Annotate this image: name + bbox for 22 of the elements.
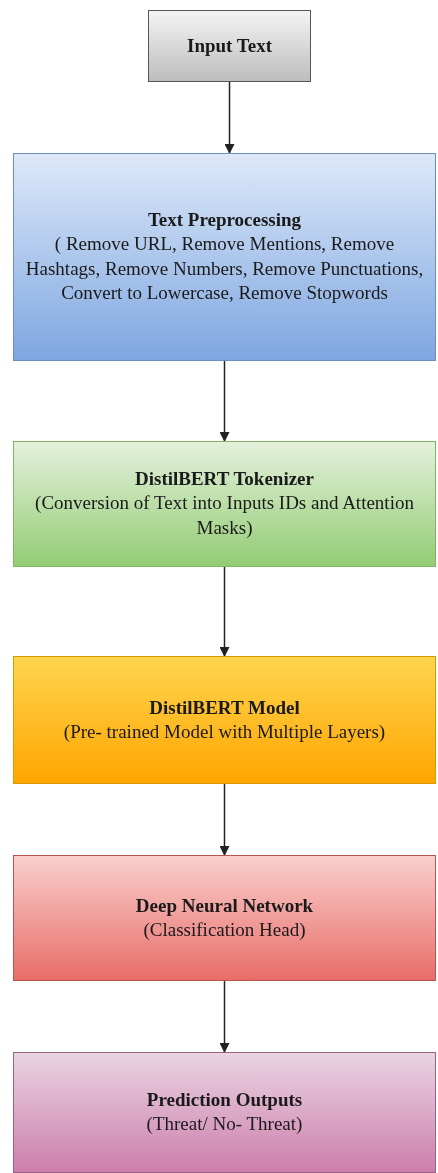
arrow xyxy=(219,783,230,856)
step-description: (Classification Head) xyxy=(143,917,306,942)
step-title: Text Preprocessing xyxy=(147,208,302,232)
step-title: Prediction Outputs xyxy=(146,1088,303,1113)
process-box xyxy=(13,855,436,981)
arrow xyxy=(219,980,230,1053)
arrow xyxy=(224,81,235,154)
arrow xyxy=(219,360,230,442)
arrow xyxy=(219,566,230,657)
step-title: DistilBERT Model xyxy=(149,695,300,720)
output-box xyxy=(13,1052,436,1173)
process-box xyxy=(13,441,436,567)
step-title: DistilBERT Tokenizer xyxy=(135,467,314,492)
step-description: ( Remove URL, Remove Mentions, Remove Hashtags, Remove Numbers, Remove Punctuations, Convert to Lowercase, Remove Stopwords xyxy=(24,231,425,306)
step-description: (Pre- trained Model with Multiple Layers) xyxy=(63,719,386,744)
step-description: (Threat/ No- Threat) xyxy=(146,1112,303,1137)
step-title: Input Text xyxy=(187,34,272,58)
start-box xyxy=(148,10,311,82)
process-box xyxy=(13,656,436,784)
step-description: (Conversion of Text into Inputs IDs and Attention Masks) xyxy=(34,491,415,540)
process-box xyxy=(13,153,436,361)
step-title: Deep Neural Network xyxy=(135,893,314,918)
